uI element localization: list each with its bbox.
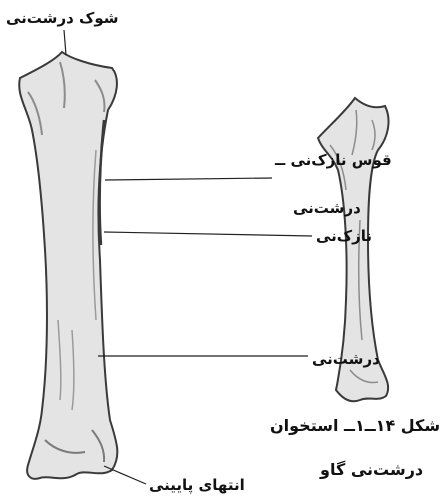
label-distal-end: انتهای پایینی bbox=[149, 477, 245, 494]
label-tibial-tuberosity: شوک درشت‌نی bbox=[6, 10, 119, 27]
figure-caption-line1: شکل ۱۴ــ۱ــ استخوان bbox=[270, 417, 440, 435]
large-tibia-bone bbox=[19, 52, 117, 479]
leader-crest bbox=[105, 178, 272, 180]
large-tibia-outline bbox=[19, 52, 117, 479]
label-tibia-upper: درشت‌نی bbox=[293, 200, 361, 217]
leader-distal bbox=[104, 466, 146, 484]
leader-tuberosity bbox=[64, 30, 66, 55]
label-fibula-tibia-crest: قوس نازک‌نی ــ bbox=[275, 152, 392, 169]
leader-fibula bbox=[104, 232, 312, 236]
figure-caption-line2: درشت‌نی گاو bbox=[320, 461, 423, 479]
label-fibula: نازک‌نی bbox=[316, 228, 372, 245]
label-tibia-shaft: درشت‌نی bbox=[312, 351, 380, 368]
